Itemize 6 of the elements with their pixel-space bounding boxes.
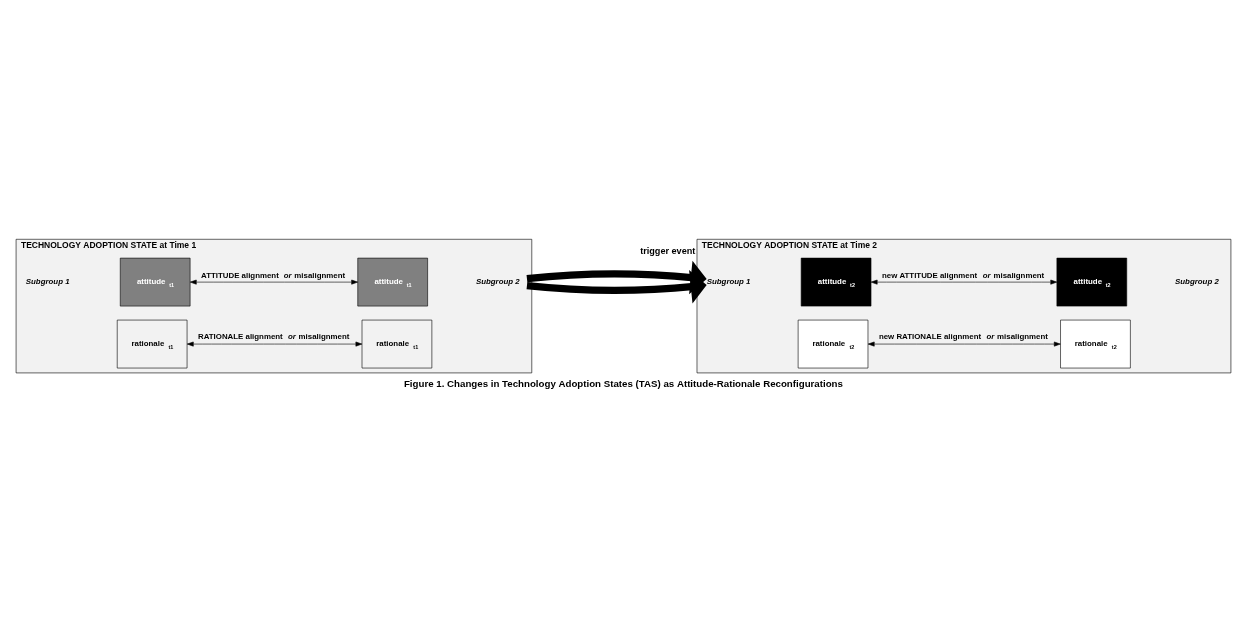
- arrow: [867, 341, 1061, 347]
- edge-label: trigger event: [640, 246, 696, 257]
- arrow: [186, 341, 363, 347]
- caption: Figure 1. Changes in Technology Adoption States (TAS) as Attitude-Rationale Reconfigurations: [403, 378, 843, 390]
- arrow: [870, 279, 1058, 285]
- arrow: [189, 279, 358, 285]
